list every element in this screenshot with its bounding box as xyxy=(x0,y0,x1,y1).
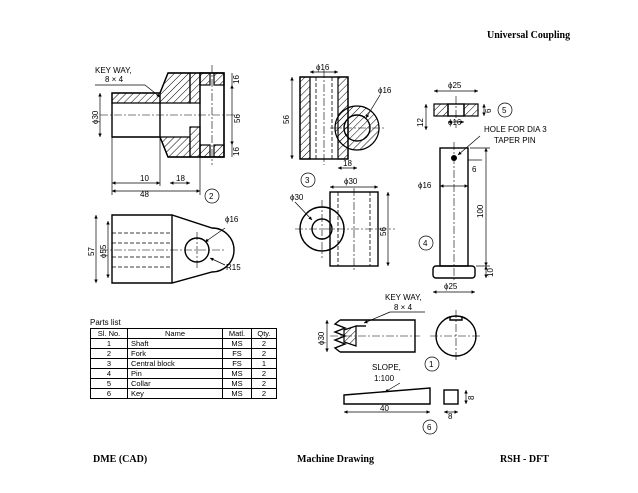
dim-6-collar: 6 xyxy=(484,108,493,113)
cell-sl: 5 xyxy=(90,378,128,389)
cell-sl: 6 xyxy=(90,388,128,399)
cell-name: Shaft xyxy=(127,338,223,349)
dim-18-block: 18 xyxy=(343,159,352,168)
dim-d25-collar: ϕ25 xyxy=(448,81,462,90)
dim-12: 12 xyxy=(416,118,425,127)
dim-d16-pin: ϕ16 xyxy=(418,181,432,190)
pin-view xyxy=(418,135,490,294)
parts-header-row: Sl. No. Name Matl. Qty. xyxy=(90,328,277,339)
keyway-label-2: KEY WAY, xyxy=(385,293,422,302)
cell-qty: 2 xyxy=(251,338,277,349)
cell-matl: FS xyxy=(222,358,252,369)
part-number-4: 4 xyxy=(423,239,428,248)
dim-d16-block-top: ϕ16 xyxy=(316,63,330,72)
slope-value: 1:100 xyxy=(374,374,395,383)
part-number-1: 1 xyxy=(429,360,434,369)
central-block-side-view xyxy=(294,185,395,270)
part-number-2: 2 xyxy=(209,192,214,201)
part-number-5: 5 xyxy=(502,106,507,115)
cell-qty: 2 xyxy=(251,348,277,359)
cell-sl: 2 xyxy=(90,348,128,359)
cell-sl: 3 xyxy=(90,358,128,369)
part-number-6: 6 xyxy=(427,423,432,432)
dim-d16-collar: ϕ16 xyxy=(448,118,462,127)
fork-plan-view xyxy=(94,214,235,284)
fork-section-view xyxy=(95,65,240,204)
keyway-size-1: 8 × 4 xyxy=(105,75,124,84)
dim-10: 10 xyxy=(140,174,149,183)
dim-d16-block-hole: ϕ16 xyxy=(378,86,392,95)
dim-56-block-side: 56 xyxy=(379,227,388,236)
cell-name: Fork xyxy=(127,348,223,359)
footer-course: DME (CAD) xyxy=(93,454,148,465)
col-name: Name xyxy=(127,328,223,339)
dim-d55: ϕ55 xyxy=(99,244,108,258)
dim-48: 48 xyxy=(140,190,149,199)
dim-8-height: 8 xyxy=(467,395,476,400)
cell-qty: 1 xyxy=(251,358,277,369)
cell-name: Central block xyxy=(127,358,223,369)
cell-sl: 1 xyxy=(90,338,128,349)
footer-author: RSH - DFT xyxy=(500,454,549,465)
collar-view xyxy=(424,89,513,130)
dim-d16-fork: ϕ16 xyxy=(225,215,239,224)
dim-6-pin: 6 xyxy=(472,165,477,174)
hole-note: HOLE FOR DIA 3 xyxy=(484,125,547,134)
dim-18-fork: 18 xyxy=(176,174,185,183)
col-qty: Qty. xyxy=(251,328,277,339)
cell-matl: MS xyxy=(222,368,252,379)
dim-d30-block-top: ϕ30 xyxy=(344,177,358,186)
keyway-size-2: 8 × 4 xyxy=(394,303,413,312)
slope-label: SLOPE, xyxy=(372,363,401,372)
dim-8-width: 8 xyxy=(448,412,453,421)
key-view xyxy=(343,382,468,435)
page-title: Universal Coupling xyxy=(487,30,571,41)
cell-matl: MS xyxy=(222,378,252,389)
shaft-view xyxy=(325,310,482,372)
taper-pin-note: TAPER PIN xyxy=(494,136,536,145)
cell-name: Collar xyxy=(127,378,223,389)
dim-d30-block-side: ϕ30 xyxy=(290,193,304,202)
dim-57: 57 xyxy=(87,247,96,256)
footer-subject: Machine Drawing xyxy=(297,454,374,465)
col-sl-no: Sl. No. xyxy=(90,328,128,339)
cell-matl: FS xyxy=(222,348,252,359)
cell-sl: 4 xyxy=(90,368,128,379)
dim-56-block: 56 xyxy=(282,115,291,124)
dim-r15: R15 xyxy=(226,263,241,272)
dim-d30-shaft: ϕ30 xyxy=(317,331,326,345)
cell-qty: 2 xyxy=(251,378,277,389)
cell-qty: 2 xyxy=(251,368,277,379)
cell-name: Pin xyxy=(127,368,223,379)
cell-matl: MS xyxy=(222,388,252,399)
dim-10-pin: 10 xyxy=(486,268,495,277)
central-block-front-view xyxy=(290,70,385,188)
dim-d30-fork: ϕ30 xyxy=(91,110,100,124)
dim-56-fork: 56 xyxy=(233,114,242,123)
dim-100: 100 xyxy=(476,204,485,218)
keyway-label-1: KEY WAY, xyxy=(95,66,132,75)
cell-matl: MS xyxy=(222,338,252,349)
dim-16-bottom: 16 xyxy=(232,147,241,156)
part-number-3: 3 xyxy=(305,176,310,185)
cell-name: Key xyxy=(127,388,223,399)
parts-list-caption: Parts list xyxy=(90,318,121,327)
dim-40: 40 xyxy=(380,404,389,413)
cell-qty: 2 xyxy=(251,388,277,399)
col-matl: Matl. xyxy=(222,328,252,339)
dim-16-top: 16 xyxy=(232,75,241,84)
dim-d25-pin: ϕ25 xyxy=(444,282,458,291)
